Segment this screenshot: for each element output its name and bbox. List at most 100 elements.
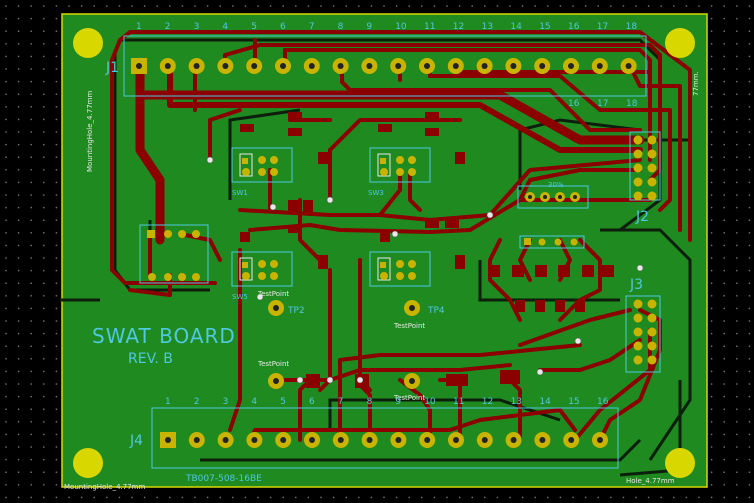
- j1-pin-number: 11: [424, 22, 435, 32]
- j1-silkscreen-outline: [123, 35, 647, 97]
- j4-pin-number: 11: [453, 397, 464, 407]
- j1-pin-number: 17: [597, 22, 608, 32]
- j1-pin-number: 15: [539, 22, 550, 32]
- j4-pin-number: 15: [568, 397, 579, 407]
- j1-pad-drill: [222, 63, 229, 69]
- j4-pin-number: 12: [482, 397, 493, 407]
- mounting-hole-bottom-left: [73, 448, 103, 478]
- j1-lower-pin-number: 18: [626, 99, 638, 109]
- j1-pin-number: 8: [338, 22, 344, 32]
- tp-lower-right-label: TestPoint: [393, 394, 425, 402]
- j4-pin-number: 4: [251, 397, 257, 407]
- j4-pad-drill: [193, 437, 200, 443]
- j4-pin-number: 13: [511, 397, 522, 407]
- mounting-holes: [73, 28, 695, 478]
- j4-silkscreen-outline: [151, 407, 619, 469]
- j4-pad-drill: [366, 437, 373, 443]
- board-revision: REV. B: [128, 351, 173, 367]
- j1-pad-drill: [337, 63, 344, 69]
- j4-pad-drill: [251, 437, 258, 443]
- j2-percent-label: 30%: [548, 181, 564, 189]
- j4-pin-number: 9: [395, 397, 401, 407]
- smd-components: [240, 112, 614, 388]
- j1-pin-number: 13: [482, 22, 493, 32]
- j4-pin-number: 3: [223, 397, 229, 407]
- j4-pad-drill: [510, 437, 517, 443]
- j1-pad-drill: [452, 63, 459, 69]
- mounting-hole-label-bottom-right: Hole_4.77mm: [626, 477, 675, 485]
- j1-ref-label: J1: [105, 60, 119, 76]
- j4-pin-number: 16: [597, 397, 609, 407]
- dual-header-top-right: [629, 131, 661, 201]
- j1-pin-number: 9: [366, 22, 372, 32]
- j1-pad-drill: [308, 63, 315, 69]
- j2-outline: [517, 185, 589, 209]
- sw3-label: SW3: [368, 189, 384, 197]
- sw-left-label: SW5: [232, 293, 248, 301]
- j1-pad-drill: [164, 63, 171, 69]
- four-pin-header-middle: [519, 235, 585, 249]
- j4-ref-label: J4: [129, 433, 143, 449]
- j4-pad-drill: [539, 437, 546, 443]
- j4-pad-drill: [424, 437, 431, 443]
- j1-pad-drill: [251, 63, 258, 69]
- test-points: [268, 300, 420, 389]
- j1-pad-drill: [424, 63, 430, 69]
- switch-pads: [231, 147, 431, 287]
- j4-pin-number: 10: [424, 397, 436, 407]
- j4-pad-drill: [568, 437, 575, 443]
- mounting-hole-label-left-vertical: MountingHole_4.77mm: [86, 91, 94, 172]
- j1-pin-number: 1: [136, 22, 142, 32]
- j1-pad-drill: [136, 63, 142, 69]
- j4-pads: [160, 432, 608, 448]
- j1-pad-drill: [193, 63, 200, 69]
- j1-pin-number: 7: [309, 22, 315, 32]
- j1-lower-pin-numbers: 16 17 18: [568, 99, 638, 109]
- j1-pad-drill: [510, 63, 517, 69]
- j3-header: [625, 295, 661, 373]
- tp2-label: TP2: [287, 306, 305, 316]
- j1-lower-pin-number: 17: [597, 99, 608, 109]
- tp4-label: TP4: [427, 306, 445, 316]
- vias: [206, 156, 644, 384]
- j1-lower-pin-number: 16: [568, 99, 580, 109]
- j4-pin-number: 1: [165, 397, 171, 407]
- j1-pin-number: 16: [568, 22, 580, 32]
- left-switch-block: [139, 224, 209, 284]
- j4-pad-drill: [165, 437, 171, 443]
- j1-pin-number: 4: [222, 22, 228, 32]
- mounting-hole-label-bottom-left: MountingHole_4.77mm: [64, 483, 145, 491]
- j4-pad-drill: [280, 437, 287, 443]
- j1-pad-drill: [625, 63, 632, 69]
- j4-part-number: TB007-508-16BE: [185, 474, 262, 484]
- j4-pad-drill: [337, 437, 344, 443]
- j4-pin-number: 14: [539, 397, 551, 407]
- j2-ref-label: J2: [635, 209, 649, 225]
- j1-pad-drill: [481, 63, 488, 69]
- j1-pin-number: 14: [510, 22, 522, 32]
- j1-pad-drill: [280, 63, 286, 69]
- mounting-hole-label-right-vertical: 77mm.: [692, 71, 700, 96]
- j1-pin-number: 12: [453, 22, 464, 32]
- j4-pad-drill: [481, 437, 488, 443]
- sw1-label: SW1: [232, 189, 248, 197]
- j1-pin-number: 5: [251, 22, 257, 32]
- j1-pad-drill: [395, 63, 402, 69]
- tp-lower-left-label: TestPoint: [257, 360, 289, 368]
- j4-pin-number: 6: [309, 397, 315, 407]
- j4-pin-number: 5: [280, 397, 286, 407]
- j4-pad-drill: [395, 437, 402, 443]
- j1-pads: [131, 58, 637, 74]
- board-outline: [61, 13, 708, 488]
- j1-pin-number: 6: [280, 22, 286, 32]
- mounting-hole-top-right: [665, 28, 695, 58]
- j1-pad-drill: [539, 63, 546, 69]
- tp2-testpoint-label: TestPoint: [257, 290, 289, 298]
- j3-ref-label: J3: [629, 277, 643, 293]
- j4-pad-drill: [453, 437, 459, 443]
- j1-pad-drill: [568, 63, 574, 69]
- j1-pin-number: 2: [165, 22, 171, 32]
